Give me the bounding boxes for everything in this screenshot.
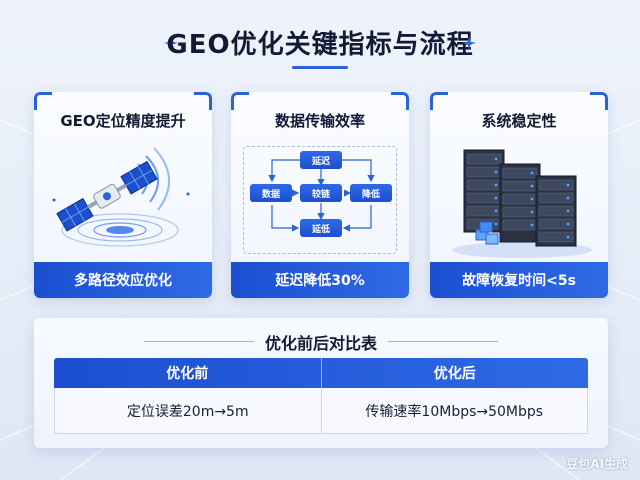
flow-arrows xyxy=(268,159,375,232)
cell-after: 传输速率10Mbps→50Mbps xyxy=(320,388,588,433)
header-before: 优化前 xyxy=(166,366,209,382)
card-corner xyxy=(430,92,448,110)
card-footer: 多路径效应优化 xyxy=(34,262,212,298)
flow-diagram: 延迟 数据 较链 降低 延低 xyxy=(243,146,397,254)
divider xyxy=(144,341,254,342)
sparkle-icon xyxy=(462,36,476,50)
page-title: GEO优化关键指标与流程 xyxy=(166,30,474,60)
card-geo-accuracy: GEO定位精度提升 多路径效应优化 xyxy=(34,92,212,298)
card-corner xyxy=(34,92,52,110)
card-title: 数据传输效率 xyxy=(274,112,365,130)
flow-node-top: 延迟 xyxy=(300,151,342,169)
card-corner xyxy=(391,92,409,110)
sparkle-icon xyxy=(164,36,178,50)
flow-node-left: 数据 xyxy=(250,184,292,202)
table-row: 定位误差20m→5m 传输速率10Mbps→50Mbps xyxy=(54,388,588,434)
card-system-stability: 系统稳定性 xyxy=(430,92,608,298)
flow-node-center: 较链 xyxy=(300,184,342,202)
card-corner xyxy=(590,92,608,110)
header-after: 优化后 xyxy=(320,358,589,388)
flow-node-bottom: 延低 xyxy=(300,219,342,237)
comparison-table-header: 优化前 优化后 xyxy=(54,358,588,388)
card-corner xyxy=(231,92,249,110)
server-rack-icon xyxy=(452,149,592,258)
card-data-transfer: 数据传输效率 延迟 数据 较链 降低 延低 延迟降低30% xyxy=(231,92,409,298)
cell-before: 定位误差20m→5m xyxy=(126,403,249,420)
title-underline xyxy=(292,66,348,69)
watermark: 豆包AI生成 xyxy=(566,457,628,471)
satellite-icon xyxy=(52,147,190,247)
comparison-panel: 优化前后对比表 优化前 优化后 定位误差20m→5m 传输速率10Mbps→50… xyxy=(34,318,608,448)
card-footer: 延迟降低30% xyxy=(231,262,409,298)
flow-node-right: 降低 xyxy=(350,184,392,202)
divider xyxy=(388,341,498,342)
card-corner xyxy=(194,92,212,110)
card-title: 系统稳定性 xyxy=(481,112,557,130)
card-title: GEO定位精度提升 xyxy=(60,112,186,130)
comparison-title: 优化前后对比表 xyxy=(264,334,377,353)
card-footer: 故障恢复时间<5s xyxy=(430,262,608,298)
